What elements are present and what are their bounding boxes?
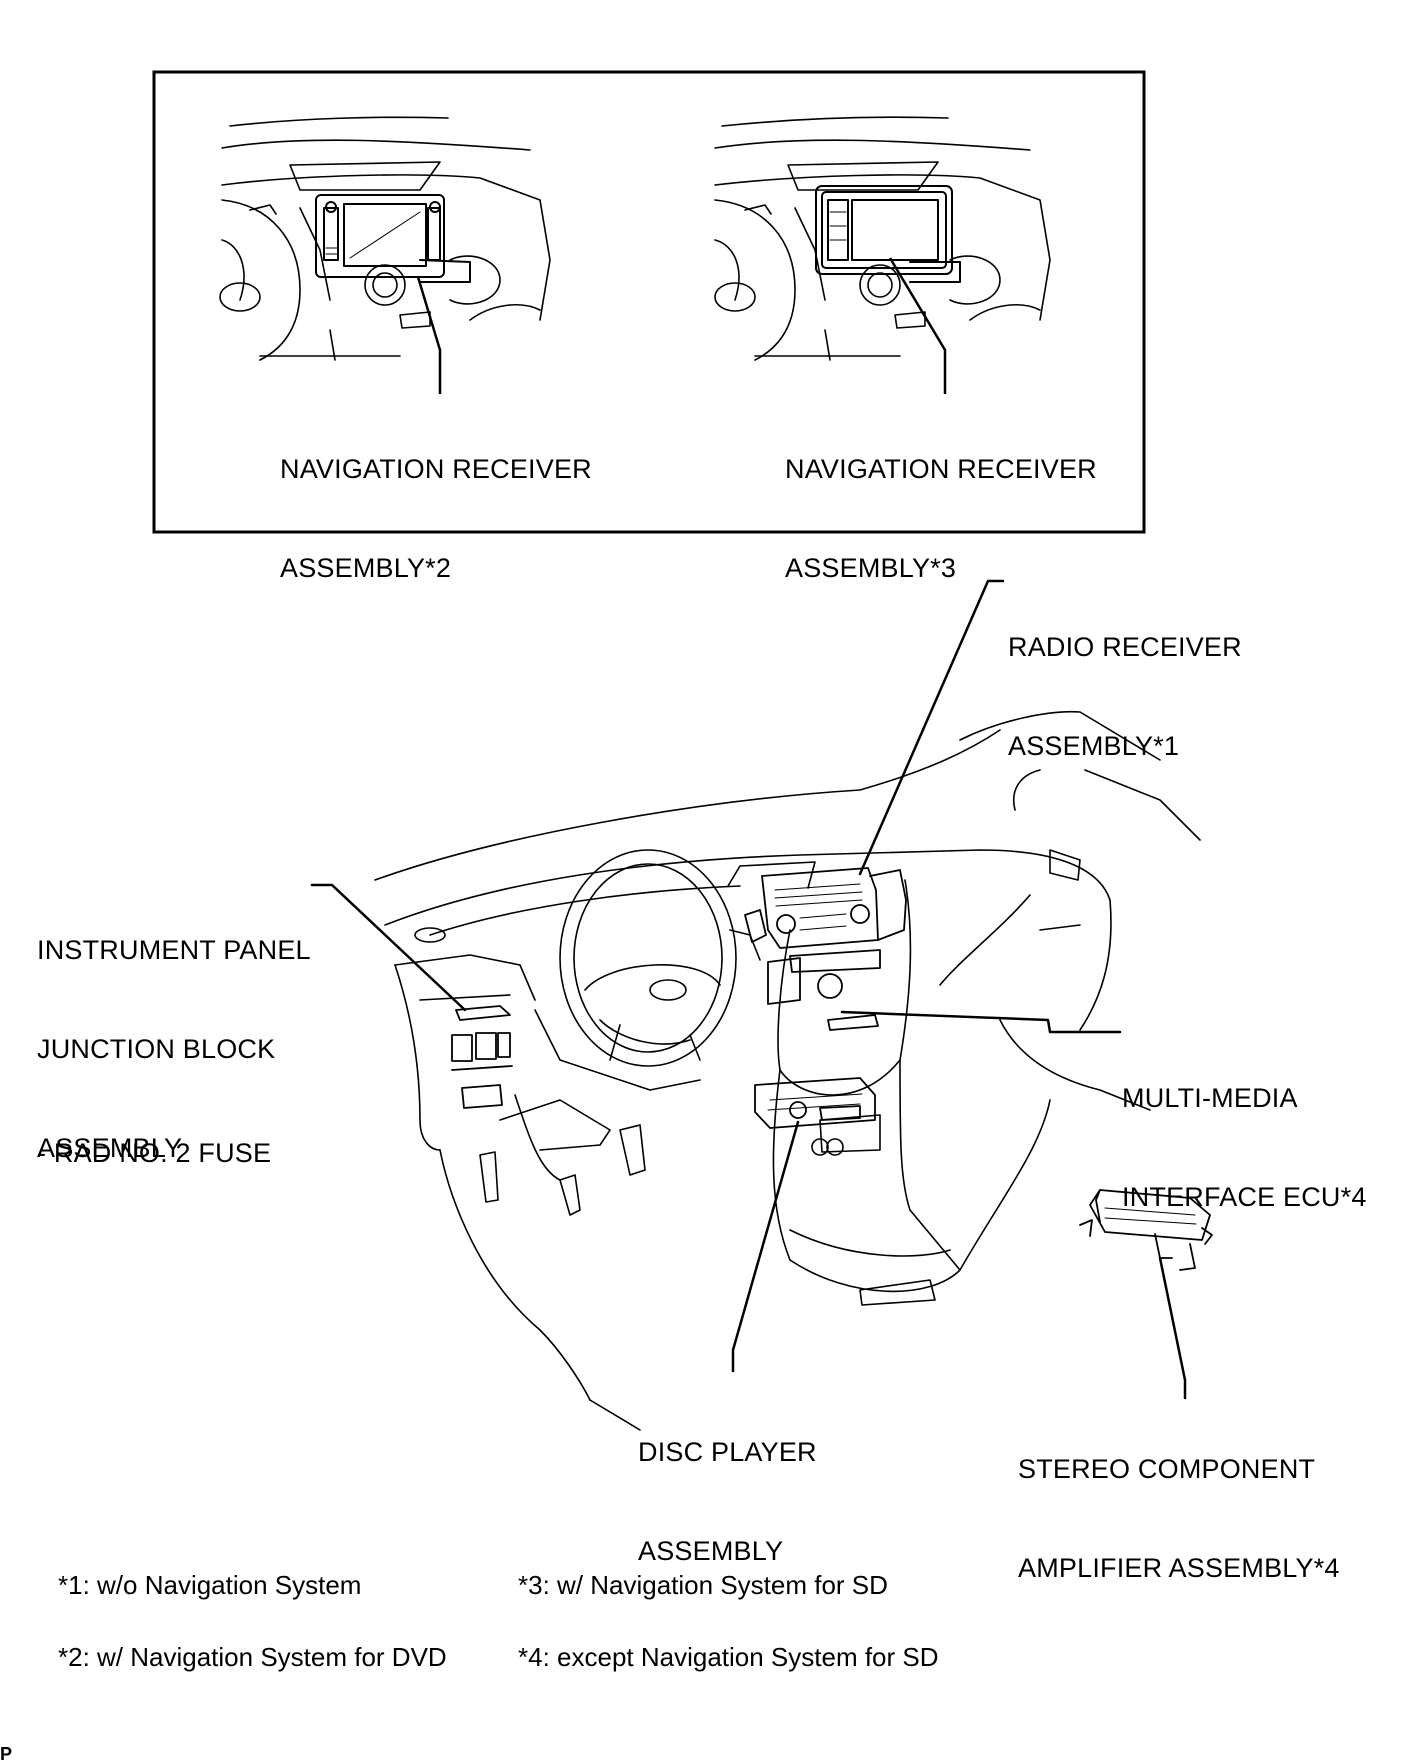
main-dashboard xyxy=(374,710,1201,1431)
label-junction-block: INSTRUMENT PANEL JUNCTION BLOCK ASSEMBLY xyxy=(37,868,311,1198)
label-radio-receiver-line2: ASSEMBLY*1 xyxy=(1008,731,1180,761)
footnote-4: *4: except Navigation System for SD xyxy=(518,1642,939,1672)
footnote-3: *3: w/ Navigation System for SD xyxy=(518,1570,888,1600)
label-disc-player-line1: DISC PLAYER xyxy=(638,1437,817,1467)
label-nav-receiver-2-line1: NAVIGATION RECEIVER xyxy=(280,454,592,484)
label-radio-receiver: RADIO RECEIVER ASSEMBLY*1 xyxy=(1008,565,1242,796)
label-disc-player: DISC PLAYER ASSEMBLY xyxy=(638,1370,817,1601)
stereo-amplifier-unit xyxy=(1079,1189,1213,1271)
label-radio-receiver-line1: RADIO RECEIVER xyxy=(1008,632,1242,662)
inset-dashboard-right xyxy=(714,116,1051,361)
footnote-1: *1: w/o Navigation System xyxy=(58,1570,362,1600)
leader-disc xyxy=(731,1120,800,1373)
label-nav-receiver-3-line1: NAVIGATION RECEIVER xyxy=(785,454,1097,484)
multimedia-ecu-unit xyxy=(827,1014,879,1031)
junction-block-unit xyxy=(451,1005,513,1109)
inset-nav-unit-3 xyxy=(815,185,961,283)
label-disc-player-line2: ASSEMBLY xyxy=(638,1536,784,1566)
label-nav-receiver-3-line2: ASSEMBLY*3 xyxy=(785,553,957,583)
inset-frame xyxy=(152,70,1146,534)
label-multimedia-ecu-line1: MULTI-MEDIA xyxy=(1122,1083,1298,1113)
label-multimedia-ecu: MULTI-MEDIA INTERFACE ECU*4 xyxy=(1122,1016,1367,1247)
leader-junction xyxy=(310,883,467,1012)
label-stereo-amp: STEREO COMPONENT AMPLIFIER ASSEMBLY*4 xyxy=(1018,1387,1340,1618)
label-junction-block-line2: JUNCTION BLOCK xyxy=(37,1034,276,1064)
leader-nav-3 xyxy=(888,257,947,394)
label-junction-block-line3: ASSEMBLY xyxy=(37,1133,183,1163)
leader-lines xyxy=(310,579,1187,1400)
label-nav-receiver-3: NAVIGATION RECEIVER ASSEMBLY*3 xyxy=(785,387,1097,618)
inset-dashboard-left xyxy=(219,116,551,361)
label-multimedia-ecu-line2: INTERFACE ECU*4 xyxy=(1122,1182,1367,1212)
label-stereo-amp-line2: AMPLIFIER ASSEMBLY*4 xyxy=(1018,1553,1340,1583)
label-junction-block-line1: INSTRUMENT PANEL xyxy=(37,935,311,965)
label-stereo-amp-line1: STEREO COMPONENT xyxy=(1018,1454,1316,1484)
disc-player-unit xyxy=(754,1077,876,1129)
label-nav-receiver-2: NAVIGATION RECEIVER ASSEMBLY*2 xyxy=(280,387,592,618)
label-nav-receiver-2-line2: ASSEMBLY*2 xyxy=(280,553,452,583)
inset-nav-unit-2 xyxy=(315,194,471,283)
leader-nav-2 xyxy=(416,276,442,394)
leader-multimedia xyxy=(840,1010,1122,1034)
leader-stereo xyxy=(1158,1256,1187,1400)
radio-receiver-unit xyxy=(744,867,907,1005)
leader-radio xyxy=(858,579,1005,876)
corner-mark: P xyxy=(0,1744,13,1764)
footnote-2: *2: w/ Navigation System for DVD xyxy=(58,1642,447,1672)
label-rad-fuse: - RAD NO. 2 FUSE xyxy=(37,1138,272,1168)
